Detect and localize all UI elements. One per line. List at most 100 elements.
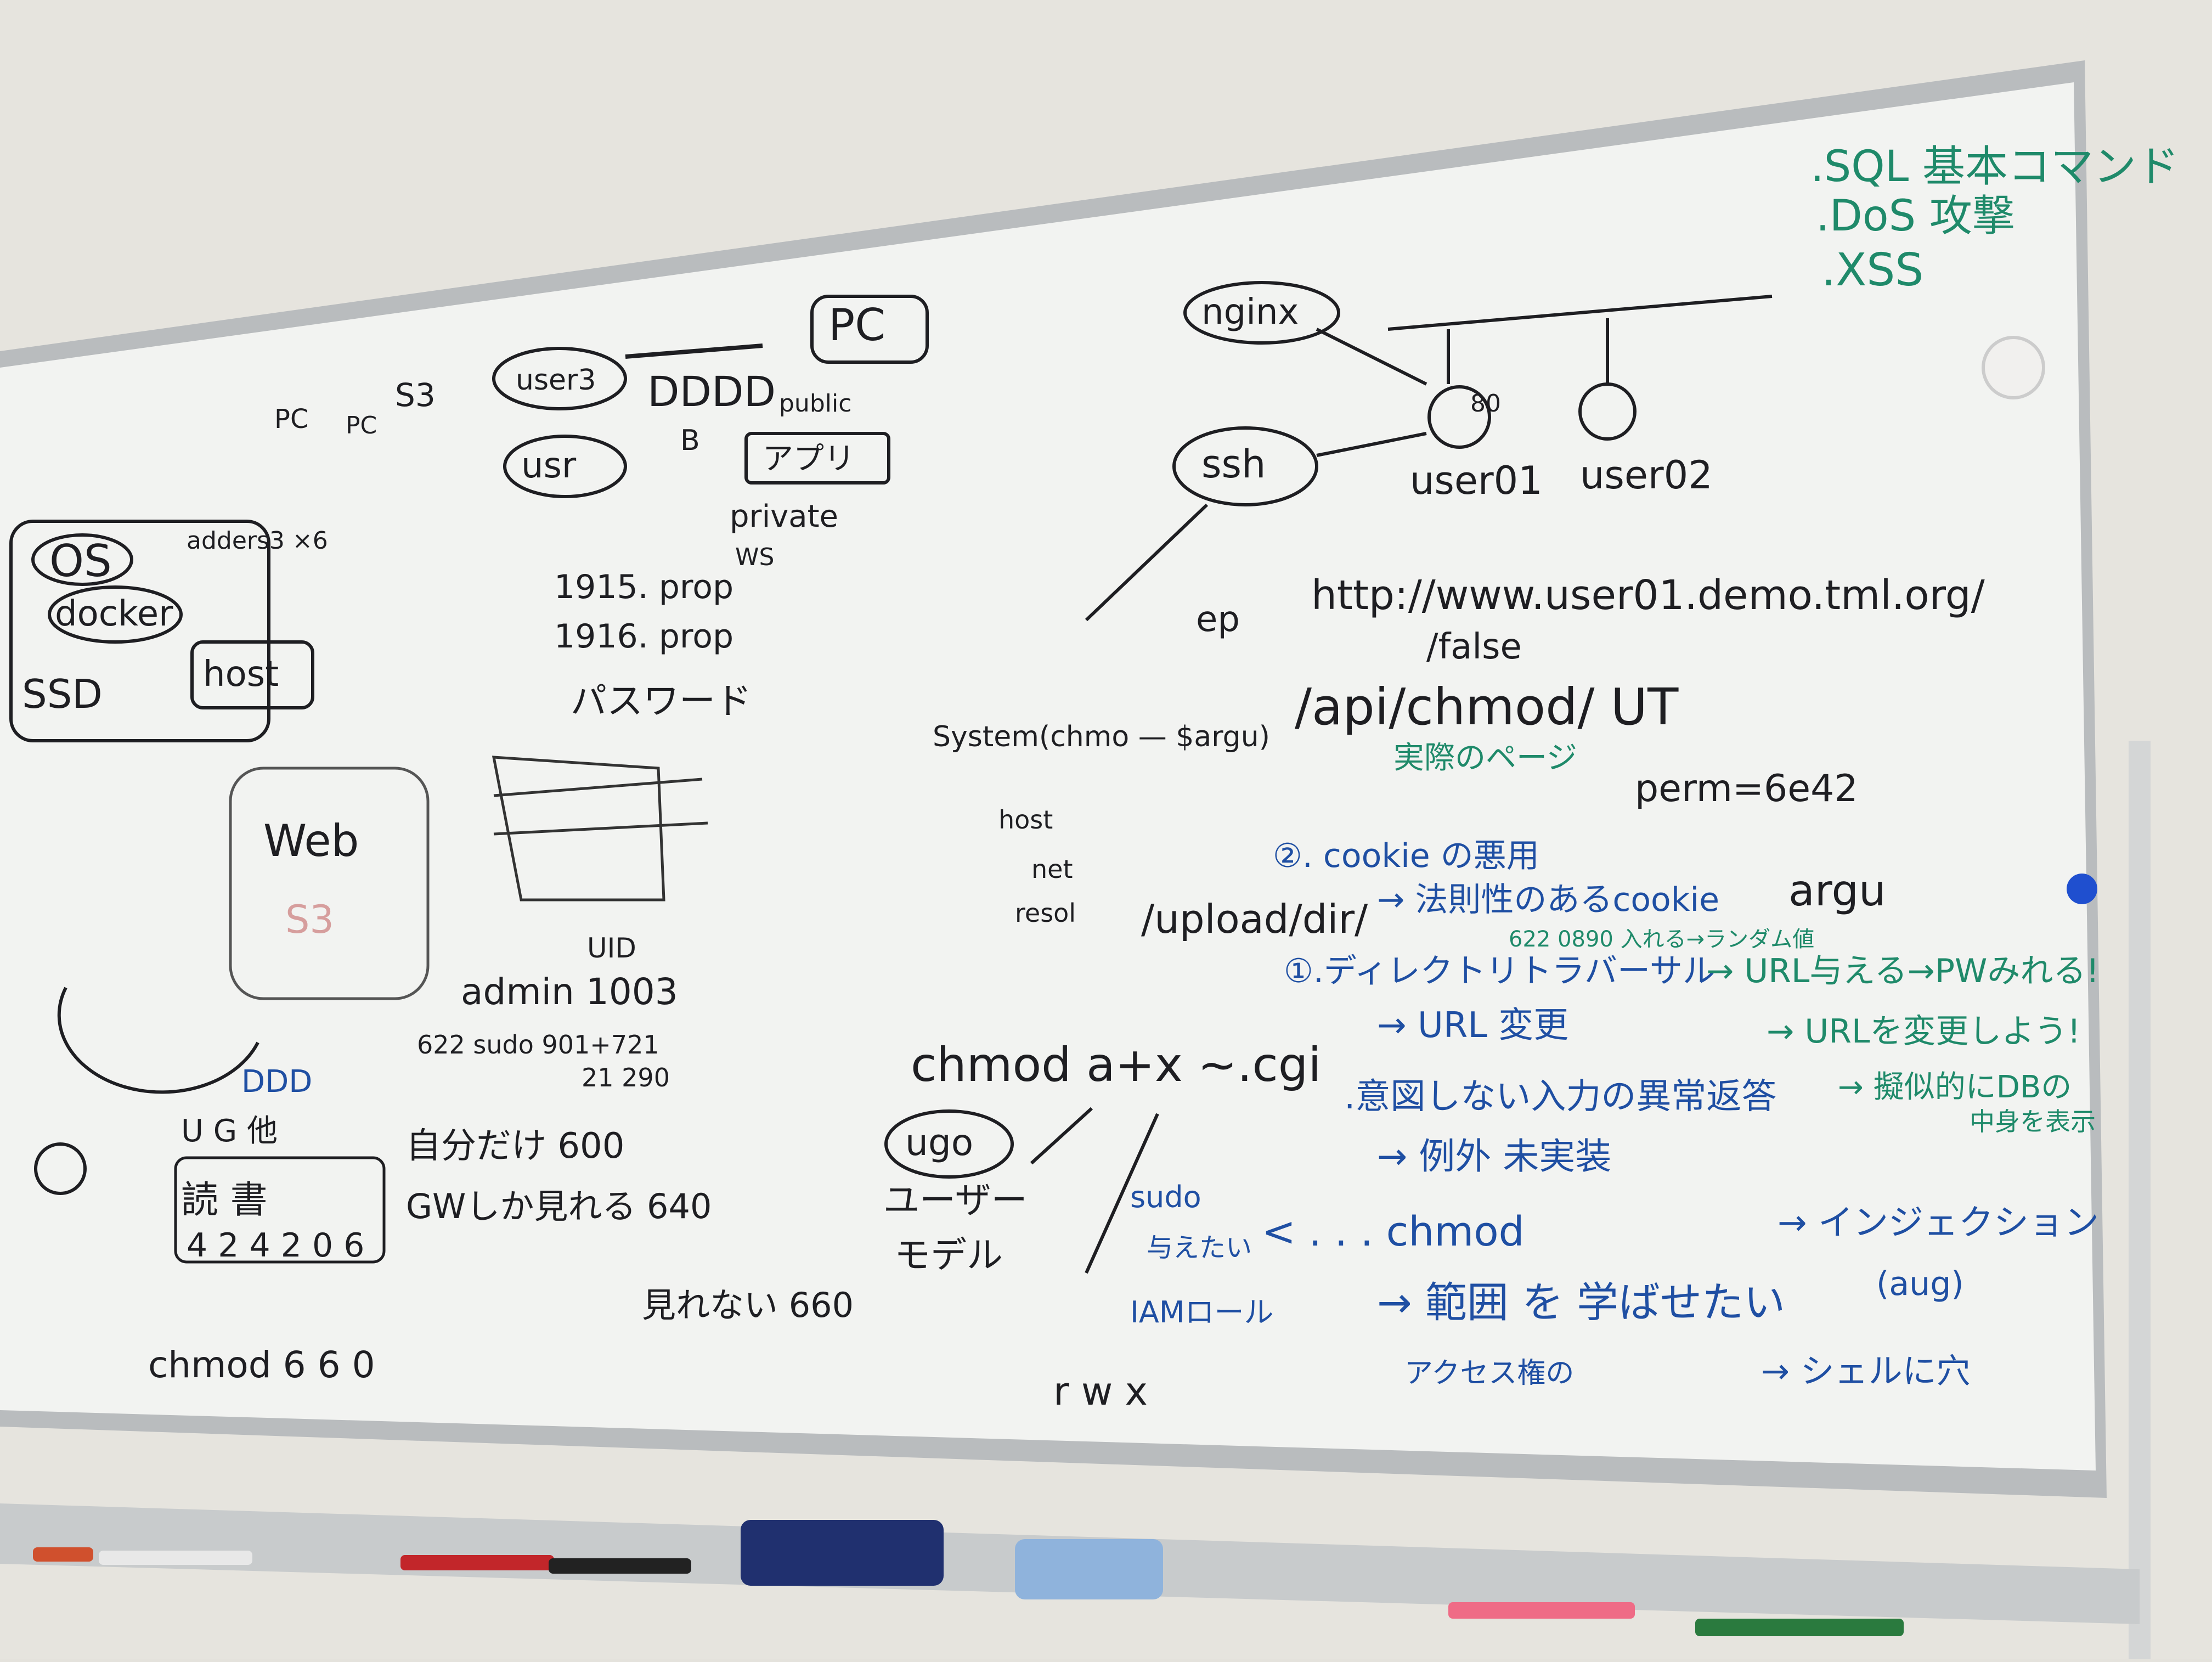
vuln-url-change: → URLを変更しよう! xyxy=(1767,1012,2080,1051)
list-item-dos: .DoS 攻撃 xyxy=(1816,191,2015,241)
user02-label: user02 xyxy=(1580,453,1713,498)
vuln-dir: ①.ディレクトリトラバーサル xyxy=(1284,952,1716,990)
vuln-shell: → シェルに穴 xyxy=(1761,1351,1971,1391)
person-icon xyxy=(34,1142,87,1195)
list-item-sql: .SQL 基本コマンド xyxy=(1810,142,2179,191)
vuln-dir-sub: → URL 変更 xyxy=(1377,1005,1568,1046)
perm-label: perm=6e42 xyxy=(1635,767,1858,810)
vuln-cookie-sub: → 法則性のあるcookie xyxy=(1377,881,1719,919)
host-label: host xyxy=(203,654,279,695)
private-label: private xyxy=(730,499,838,534)
range-label: → 範囲 を 学ばせたい xyxy=(1377,1278,1785,1327)
rw-label: 読 書 xyxy=(181,1179,268,1222)
url-line1: http://www.user01.demo.tml.org/ xyxy=(1311,572,1985,619)
perm-digits: 4 2 4 2 0 6 xyxy=(187,1226,364,1265)
perm-row2: 21 290 xyxy=(582,1063,670,1092)
system-call: System(chmo — $argu) xyxy=(933,720,1270,753)
eraser-light xyxy=(1015,1539,1163,1599)
admin-label: admin 1003 xyxy=(461,971,678,1013)
list-item-xss: .XSS xyxy=(1821,244,1923,296)
magnet-white xyxy=(1982,336,2045,399)
ws-label: WS xyxy=(735,543,774,571)
vuln-db2: 中身を表示 xyxy=(1970,1107,2096,1136)
addr-label: adders3 ×6 xyxy=(187,527,328,555)
user02-node xyxy=(1578,382,1637,441)
model-label: モデル xyxy=(894,1234,1003,1276)
os-label: OS xyxy=(49,536,112,587)
user01-label: user01 xyxy=(1410,458,1543,503)
vuln-injection: → インジェクション xyxy=(1778,1203,2099,1243)
marker-white xyxy=(99,1551,252,1565)
board-surface xyxy=(0,82,2096,1471)
perm-item2: GWしか見れる 640 xyxy=(406,1186,712,1226)
user-label: ユーザー xyxy=(883,1179,1028,1221)
web-label: Web xyxy=(263,815,359,866)
magnet-blue xyxy=(2067,874,2097,904)
port-label: 80 xyxy=(1470,390,1501,418)
marker-green xyxy=(1695,1619,1904,1636)
rwx-label: r w x xyxy=(1053,1369,1148,1414)
host-item-2: net xyxy=(1031,854,1073,884)
perm-row1: 622 sudo 901+721 xyxy=(417,1030,659,1060)
access-label: アクセス権の xyxy=(1404,1357,1574,1390)
ugo-label: ugo xyxy=(905,1122,973,1164)
prop-line2: 1916. prop xyxy=(554,617,733,656)
prop-line3: パスワード xyxy=(571,680,752,722)
s3-label: S3 xyxy=(395,376,436,414)
marker-red2 xyxy=(400,1555,554,1570)
pc-label: PC xyxy=(828,300,885,351)
server-box xyxy=(9,520,270,742)
ddd-blue: DDD xyxy=(241,1064,312,1100)
vuln-aug: (aug) xyxy=(1876,1265,1964,1303)
docker-label: docker xyxy=(55,594,173,634)
upload-label: /upload/dir/ xyxy=(1141,896,1368,942)
ep-label: ep xyxy=(1196,599,1240,640)
host-item-1: host xyxy=(998,805,1053,835)
nginx-ellipse xyxy=(1183,281,1340,345)
perm-item1: 自分だけ 600 xyxy=(406,1126,625,1167)
ssh-ellipse xyxy=(1172,426,1318,506)
public-label: public xyxy=(779,390,851,418)
marker-red xyxy=(33,1547,93,1562)
prop-line1: 1915. prop xyxy=(554,568,733,606)
ssh-label: ssh xyxy=(1201,442,1266,487)
vuln-db: → 擬似的にDBの xyxy=(1838,1069,2072,1105)
ddd-label: DDDD xyxy=(647,367,776,416)
sudo-label: sudo xyxy=(1130,1180,1201,1214)
ugo-header: U G 他 xyxy=(181,1113,278,1149)
network-bus xyxy=(1387,295,1773,331)
user3-label: user3 xyxy=(516,364,596,397)
argu-label: argu xyxy=(1788,866,1886,916)
vuln-input-sub: → 例外 未実装 xyxy=(1377,1135,1611,1178)
uid-label: UID xyxy=(587,932,636,964)
eraser-dark xyxy=(741,1520,944,1586)
marker-pink xyxy=(1448,1602,1635,1619)
chmod-arrow: < . . . chmod xyxy=(1262,1208,1525,1255)
vuln-cookie: ②. cookie の悪用 xyxy=(1273,837,1539,875)
marker-black xyxy=(549,1558,691,1574)
extra-label: 与えたい xyxy=(1147,1232,1252,1263)
host-item-3: resol xyxy=(1015,898,1076,928)
ssd-label: SSD xyxy=(22,671,103,717)
b-label: B xyxy=(680,424,700,457)
chmod-660: chmod 6 6 0 xyxy=(148,1344,375,1386)
iam-label: IAMロール xyxy=(1130,1295,1273,1329)
url-line3: /api/chmod/ UT xyxy=(1295,678,1679,736)
vuln-input: .意図しない入力の異常返答 xyxy=(1344,1077,1776,1117)
vuln-cookie-note: 622 0890 入れる→ランダム値 xyxy=(1509,927,1814,952)
nginx-label: nginx xyxy=(1201,292,1299,333)
vuln-url-pw: → URL与える→PWみれる! xyxy=(1706,952,2099,990)
s3-faint: S3 xyxy=(285,897,334,942)
pc1-label: PC xyxy=(274,404,308,435)
chmod-cmd: chmod a+x ~.cgi xyxy=(911,1038,1321,1092)
app-label: アプリ xyxy=(763,441,855,477)
url-line2: /false xyxy=(1426,627,1522,667)
usr-label: usr xyxy=(521,446,577,486)
board-stand xyxy=(2129,741,2151,1659)
pc2-label: PC xyxy=(346,412,377,440)
url-caption: 実際のページ xyxy=(1393,740,1577,776)
perm-item3: 見れない 660 xyxy=(642,1285,854,1325)
user01-node xyxy=(1427,385,1491,449)
